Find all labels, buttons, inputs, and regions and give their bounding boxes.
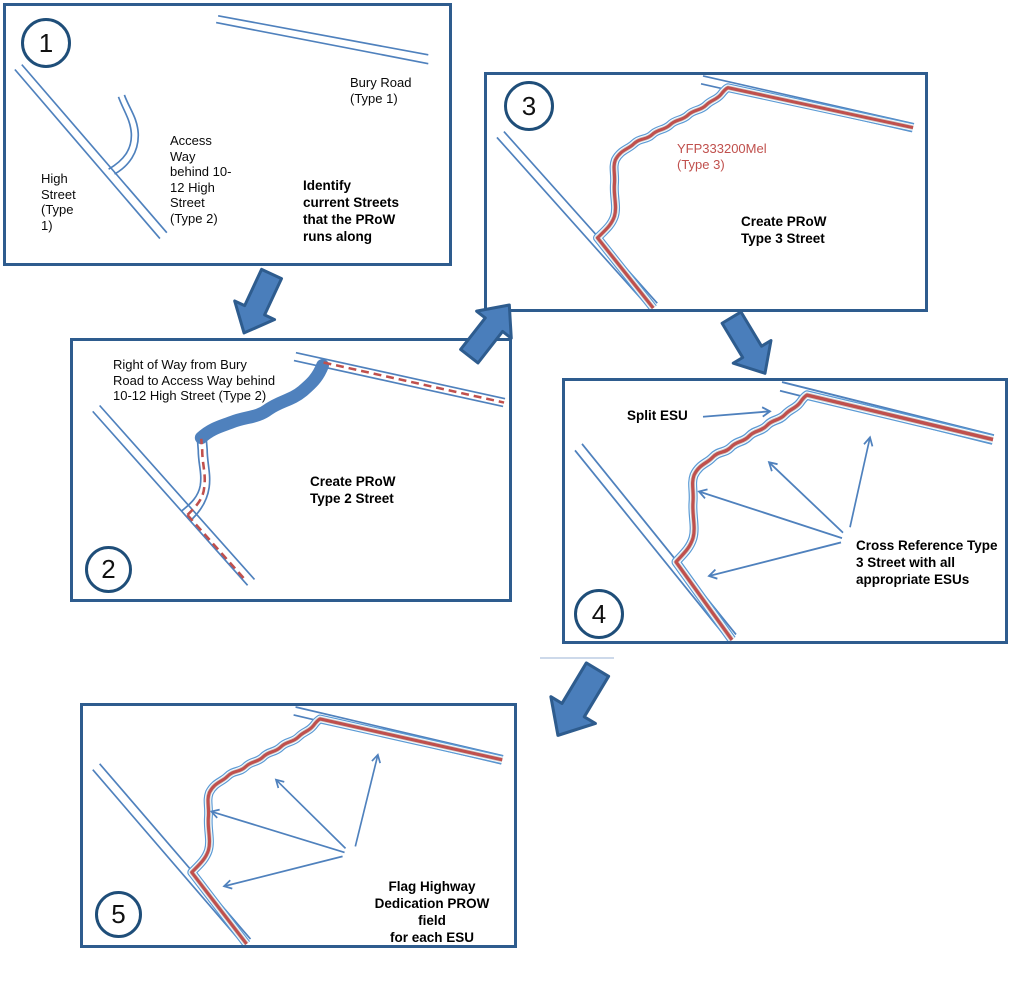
step-number-2: 2 <box>101 554 116 584</box>
step-panel-5: 5 Flag Highway Dedication PROW field for… <box>80 703 517 948</box>
divider-line <box>540 657 614 659</box>
row-highlight-band <box>194 359 329 445</box>
step-number-badge-1: 1 <box>21 18 71 68</box>
step-panel-2: 2 Right of Way from Bury Road to Access … <box>70 338 512 602</box>
bury-road-label: Bury Road (Type 1) <box>350 75 412 106</box>
step-2-instruction: Create PRoW Type 2 Street <box>310 474 396 506</box>
access-way-lines <box>114 94 140 175</box>
step-number-badge-3: 3 <box>504 81 554 131</box>
annotation-arrows <box>697 406 874 580</box>
step-number-badge-4: 4 <box>574 589 624 639</box>
step-panel-3: 3 YFP333200Mel (Type 3) Create PRoW Type… <box>484 72 928 312</box>
bury-road-lines <box>215 21 429 65</box>
flag-highway-label: Flag Highway Dedication PROW field for e… <box>374 879 490 945</box>
step-number-5: 5 <box>111 899 126 929</box>
split-esu-label: Split ESU <box>627 408 688 423</box>
access-way-label: Access Way behind 10- 12 High Street (Ty… <box>170 133 232 226</box>
street-reference-label: YFP333200Mel (Type 3) <box>677 141 767 172</box>
step-number-badge-2: 2 <box>85 546 132 593</box>
access-way-lines <box>191 437 211 520</box>
map-drawing-step-1 <box>14 14 429 240</box>
step-number-badge-5: 5 <box>95 891 142 938</box>
bury-road-lines <box>293 359 504 408</box>
flow-arrow-3-to-4-icon <box>711 304 786 387</box>
annotation-arrows <box>209 753 381 890</box>
step-number-1: 1 <box>38 27 54 58</box>
step-panel-1: 1 Bury Road (Type 1) High Street (Type 1… <box>3 3 452 266</box>
map-drawing-step-2 <box>92 351 506 586</box>
split-esu-arrow <box>702 406 772 418</box>
map-drawing-step-5 <box>83 706 514 945</box>
step-number-4: 4 <box>591 598 607 629</box>
map-drawing-step-4 <box>565 381 1005 641</box>
flow-arrow-1-to-2-icon <box>222 263 293 344</box>
flow-arrow-4-to-5-icon <box>534 654 622 751</box>
cross-reference-label: Cross Reference Type 3 Street with all a… <box>856 538 998 587</box>
step-number-3: 3 <box>521 90 537 121</box>
step-3-instruction: Create PRoW Type 3 Street <box>741 214 827 246</box>
high-street-lines <box>21 64 168 234</box>
flow-arrow-2-to-3-icon <box>450 289 529 372</box>
high-street-label: High Street (Type 1) <box>41 171 76 233</box>
prow-dashed-route <box>186 361 505 583</box>
high-street-lines <box>99 404 256 581</box>
right-of-way-label: Right of Way from Bury Road to Access Wa… <box>113 357 276 403</box>
step-panel-4: 4 Split ESU Cross Reference Type 3 Stree… <box>562 378 1008 644</box>
step-1-instruction: Identify current Streets that the PRoW r… <box>303 178 400 244</box>
